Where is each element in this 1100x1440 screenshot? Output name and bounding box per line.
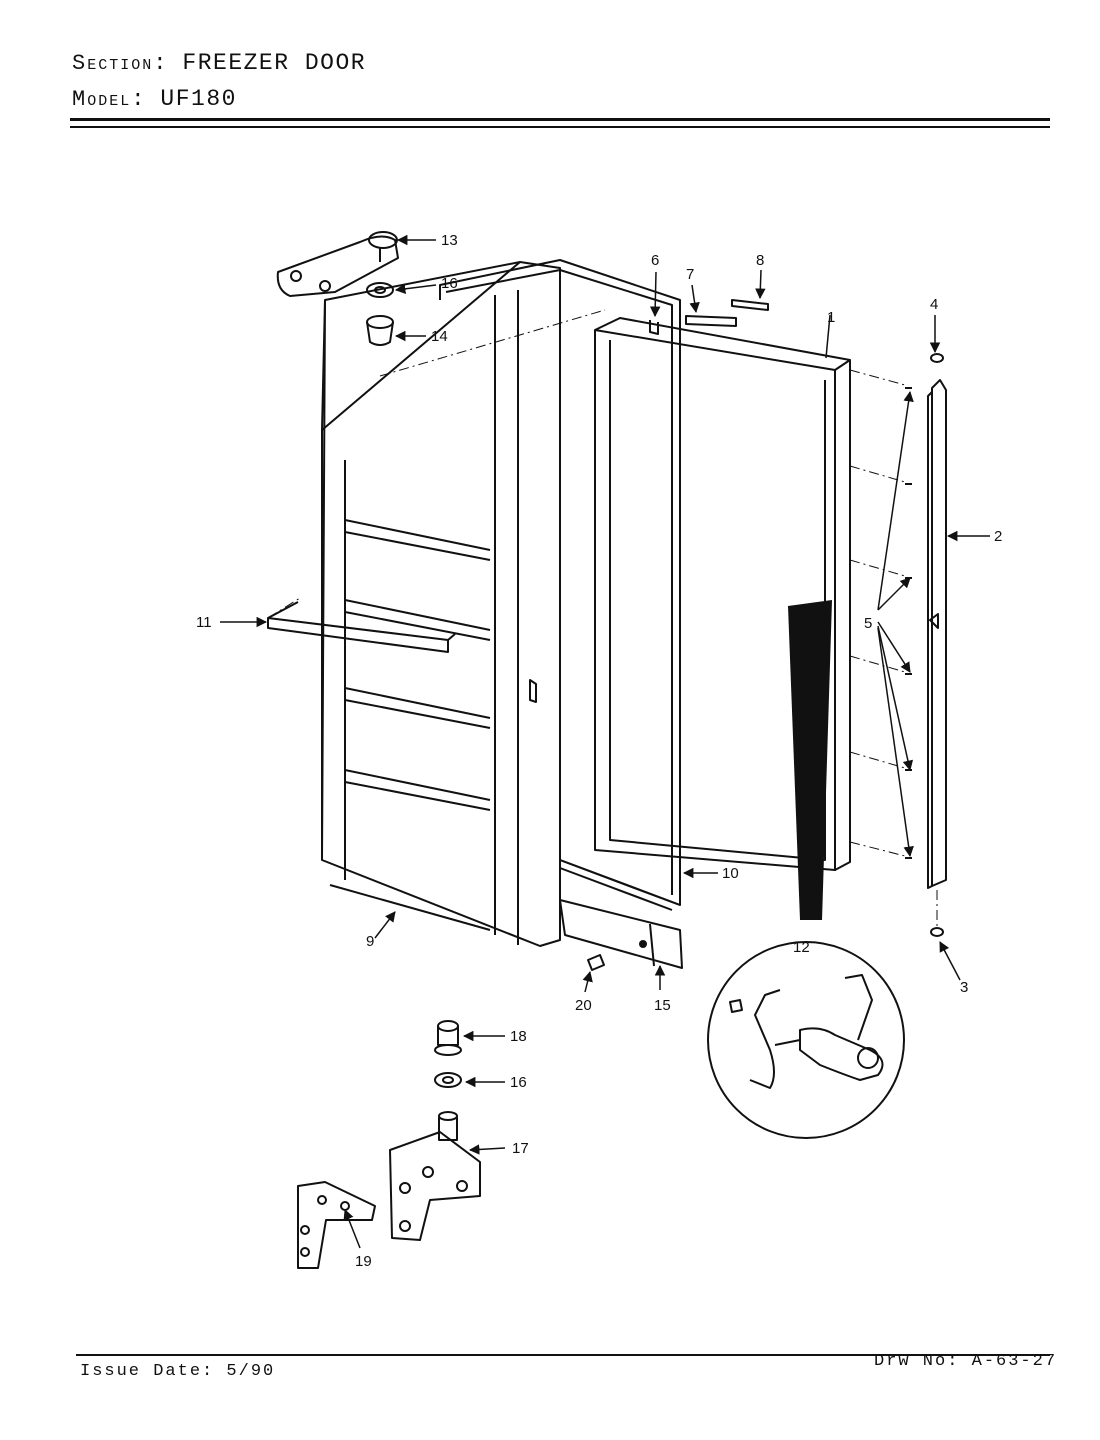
lock-inset	[707, 941, 905, 1139]
door-liner	[321, 261, 561, 947]
callout-17: 17	[512, 1140, 529, 1157]
callout-8: 8	[756, 252, 764, 269]
panel-tab	[649, 320, 659, 335]
leader-lines	[220, 234, 990, 1249]
callout-12: 12	[793, 939, 810, 956]
section-line: Section: FREEZER DOOR	[72, 50, 366, 76]
top-hinge-plate	[276, 231, 399, 297]
model-line: Model: UF180	[72, 86, 237, 112]
issue-date: Issue Date: 5/90	[80, 1362, 276, 1381]
trim-clip	[587, 954, 605, 971]
callout-6: 6	[651, 252, 659, 269]
top-strip	[685, 315, 737, 327]
footer-rule	[76, 1354, 1050, 1356]
callout-9: 9	[366, 933, 374, 950]
callout-4: 4	[930, 296, 938, 313]
handle-bottom-cap	[930, 927, 944, 937]
bottom-trim	[559, 899, 683, 969]
callout-16-bottom: 16	[510, 1074, 527, 1091]
callout-3: 3	[960, 979, 968, 996]
callout-10: 10	[722, 865, 739, 882]
door-gasket	[439, 259, 681, 911]
callout-2: 2	[994, 528, 1002, 545]
section-value: FREEZER DOOR	[182, 50, 367, 76]
assembly-guides	[267, 309, 938, 926]
callout-labels: 13 16 14 6 7 8 1 4 2 5 3 11 10 12 9 20 1…	[196, 232, 1002, 1270]
model-label: Model:	[72, 87, 147, 112]
callout-1: 1	[827, 309, 835, 326]
hinge-bushing	[366, 315, 394, 346]
callout-15: 15	[654, 997, 671, 1014]
callout-14: 14	[431, 328, 448, 345]
section-label: Section:	[72, 51, 169, 76]
callout-16-top: 16	[441, 275, 458, 292]
header-rule-thick	[70, 118, 1050, 121]
callout-11: 11	[196, 614, 212, 631]
lock-rod	[788, 600, 832, 920]
header-rule-thin	[70, 126, 1050, 128]
door-handle	[927, 379, 947, 889]
callout-7: 7	[686, 266, 694, 283]
callout-5: 5	[864, 615, 872, 632]
callout-20: 20	[575, 997, 592, 1014]
model-value: UF180	[160, 86, 237, 112]
drawing-number: Drw No: A-63-27	[874, 1352, 1058, 1371]
handle-screws	[905, 387, 912, 859]
callout-18: 18	[510, 1028, 527, 1045]
callout-13: 13	[441, 232, 458, 249]
bottom-washer	[434, 1072, 462, 1088]
handle-top-cap	[930, 353, 944, 363]
bottom-hinge	[389, 1111, 481, 1241]
hinge-pin	[434, 1020, 462, 1056]
top-strip-small	[731, 299, 769, 311]
callout-19: 19	[355, 1253, 372, 1270]
